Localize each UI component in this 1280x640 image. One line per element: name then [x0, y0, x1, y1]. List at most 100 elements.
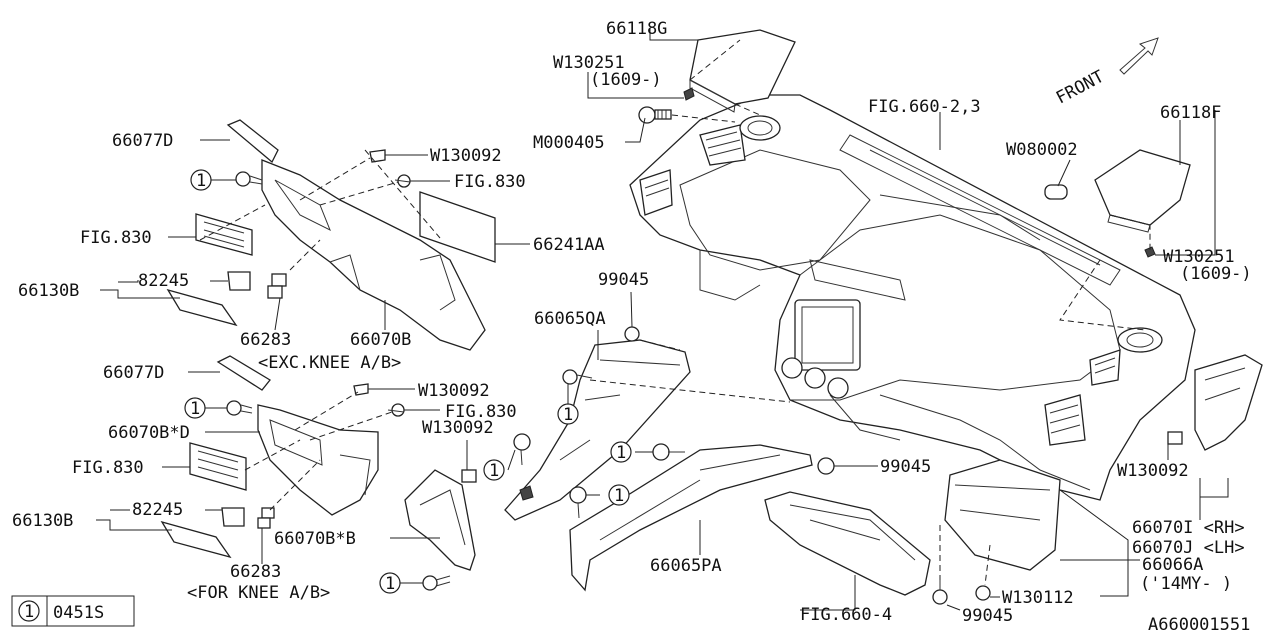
screw-66065PA-left [569, 486, 587, 519]
label-66118G: 66118G [606, 19, 667, 39]
label-66070B-B: 66070B*B [274, 529, 356, 549]
clip-W080002 [1044, 184, 1068, 200]
screw-99045-bottom [932, 580, 948, 605]
callout-1-a: 1 [190, 169, 212, 191]
label-99045-top: 99045 [598, 270, 649, 290]
screw-bottom-1 [226, 400, 253, 416]
screw-bottom-knee [422, 575, 451, 591]
label-W130251-top: W130251 [553, 53, 625, 73]
callout-1-f: 1 [608, 484, 630, 506]
screw-W130112 [975, 585, 991, 601]
part-66070I-J [1194, 354, 1263, 451]
label-M000405: M000405 [533, 133, 605, 153]
legend-box: 1 0451S [11, 595, 135, 627]
screw-99045-mid [817, 457, 835, 475]
callout-1-c: 1 [557, 403, 579, 425]
label-FIG830-c: FIG.830 [445, 402, 517, 422]
clip-66283-top [267, 273, 287, 299]
label-66077D-top: 66077D [112, 131, 173, 151]
label-66118F: 66118F [1160, 103, 1221, 123]
screw-fig830-d [387, 403, 405, 417]
part-66070B-D [257, 404, 379, 516]
diagram-id: A660001551 [1148, 615, 1250, 635]
part-66070B-B [404, 469, 476, 571]
svg-text:1: 1 [196, 171, 206, 191]
part-66077D-bottom [216, 355, 271, 391]
label-66283-top: 66283 [240, 330, 291, 350]
clip-W130092-c [461, 469, 477, 483]
clip-W130092-a [369, 149, 386, 163]
legend-num: 1 [24, 602, 34, 622]
label-W130251-right: W130251 [1163, 247, 1235, 267]
label-W130251-top-sub: (1609-) [590, 70, 662, 90]
screw-66065PA-mid [652, 443, 685, 461]
label-W130092-b: W130092 [418, 381, 490, 401]
label-82245-top: 82245 [138, 271, 189, 291]
label-W080002: W080002 [1006, 140, 1078, 160]
clip-66283-bottom [257, 507, 275, 529]
screw-fig830-a [394, 174, 411, 188]
part-66065PA [569, 444, 813, 592]
part-66118F [1094, 149, 1191, 258]
label-66077D-bottom: 66077D [103, 363, 164, 383]
label-FIG830-b: FIG.830 [80, 228, 152, 248]
label-exc-knee: <EXC.KNEE A/B> [258, 353, 401, 373]
clip-W130092-right [1167, 431, 1183, 445]
label-FIG660-2-3: FIG.660-2,3 [868, 97, 981, 117]
svg-text:1: 1 [190, 399, 200, 419]
part-66130B-bottom [160, 520, 232, 559]
label-W130112: W130112 [1002, 588, 1074, 608]
callout-1-b: 1 [184, 397, 206, 419]
callout-1-e: 1 [610, 441, 632, 463]
label-66130B-bottom: 66130B [12, 511, 73, 531]
part-fig830-panel-bottom [189, 442, 247, 491]
part-82245-bottom [221, 507, 245, 527]
label-99045-mid: 99045 [880, 457, 931, 477]
svg-text:1: 1 [614, 486, 624, 506]
callout-1-g: 1 [379, 572, 401, 594]
label-W130092-a: W130092 [430, 146, 502, 166]
label-66070J: 66070J <LH> [1132, 538, 1245, 558]
label-for-knee: <FOR KNEE A/B> [187, 583, 330, 603]
svg-text:1: 1 [489, 461, 499, 481]
part-66070B [261, 159, 486, 351]
label-66070B-D: 66070B*D [108, 423, 190, 443]
label-66065QA: 66065QA [534, 309, 606, 329]
front-arrow-icon [1119, 37, 1159, 75]
label-66066A-sub: ('14MY- ) [1140, 574, 1232, 594]
part-66241AA [419, 191, 496, 263]
label-W130092-right: W130092 [1117, 461, 1189, 481]
label-66283-bottom: 66283 [230, 562, 281, 582]
leader-lines [96, 28, 1229, 611]
part-66077D-top [226, 119, 279, 164]
label-front: FRONT [1053, 67, 1108, 109]
label-66070B: 66070B [350, 330, 411, 350]
label-66241AA: 66241AA [533, 235, 605, 255]
label-W130251-right-sub: (1609-) [1180, 264, 1252, 284]
part-82245-top [227, 271, 251, 291]
svg-text:1: 1 [385, 574, 395, 594]
svg-text:1: 1 [616, 443, 626, 463]
label-FIG830-d: FIG.830 [72, 458, 144, 478]
screw-66065QA-mid [513, 433, 531, 466]
bolt-M000405 [638, 106, 672, 124]
label-66070I: 66070I <RH> [1132, 518, 1245, 538]
label-66065PA: 66065PA [650, 556, 722, 576]
label-82245-bottom: 82245 [132, 500, 183, 520]
screw-top-1 [235, 171, 263, 187]
screw-66065QA-left [562, 369, 593, 385]
label-66130B-top: 66130B [18, 281, 79, 301]
label-FIG830-a: FIG.830 [454, 172, 526, 192]
callout-1-d: 1 [483, 459, 505, 481]
part-66066A [944, 459, 1061, 571]
part-fig830-panel-top [195, 213, 253, 256]
part-glove-box [764, 491, 931, 596]
alignment-lines [199, 39, 1151, 586]
part-66130B-top [166, 288, 238, 327]
screw-99045-top [624, 326, 640, 342]
instrument-panel [629, 94, 1196, 501]
label-99045-bottom: 99045 [962, 606, 1013, 626]
legend-code: 0451S [53, 603, 104, 623]
label-66066A: 66066A [1142, 555, 1203, 575]
